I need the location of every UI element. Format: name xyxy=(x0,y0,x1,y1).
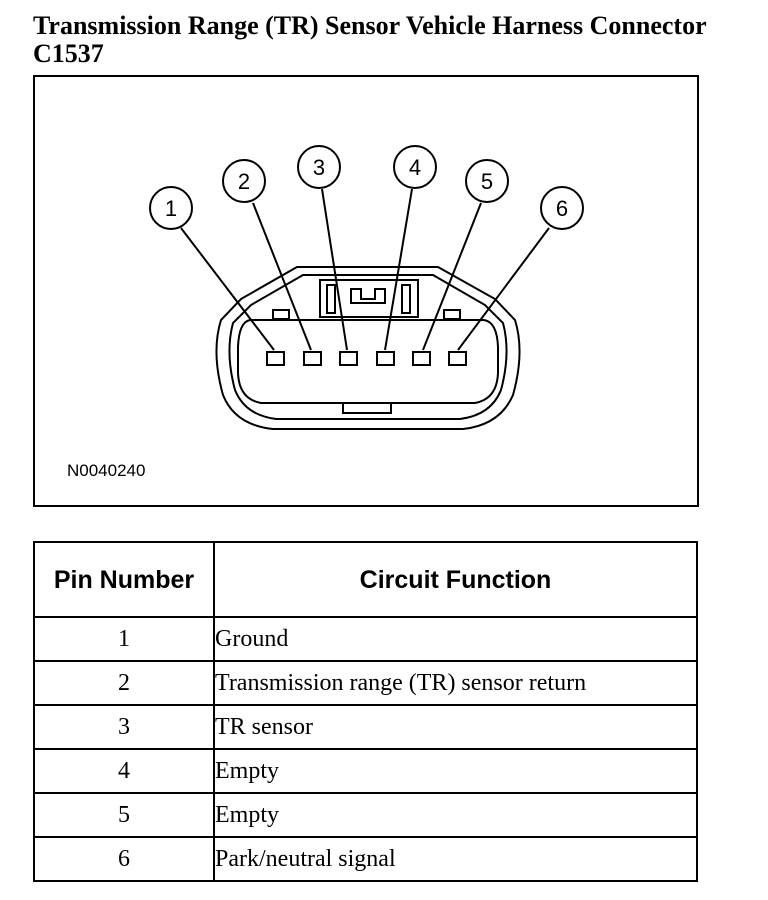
circuit-function-cell: Empty xyxy=(213,748,698,794)
callout-circle-5 xyxy=(465,159,509,203)
connector-figure: 1 2 3 4 5 6 N0040240 xyxy=(33,75,699,507)
key-rib-left xyxy=(272,309,290,320)
callout-label-4: 4 xyxy=(409,155,421,180)
pin-cavity-4 xyxy=(376,351,395,366)
circuit-function-cell: Ground xyxy=(213,616,698,662)
locking-tab xyxy=(319,279,419,318)
leader-line-4 xyxy=(384,188,413,351)
pin-number-cell: 1 xyxy=(33,616,215,662)
pin-number-cell: 6 xyxy=(33,836,215,882)
callout-label-2: 2 xyxy=(238,169,250,194)
figure-id-label: N0040240 xyxy=(67,461,146,480)
table-row: 5 Empty xyxy=(33,792,698,838)
pin-number-cell: 4 xyxy=(33,748,215,794)
header-circuit-function: Circuit Function xyxy=(213,541,698,618)
callout-circle-4 xyxy=(393,145,437,189)
connector-housing-inner xyxy=(228,274,508,420)
callout-circle-2 xyxy=(222,159,266,203)
table-row: 1 Ground xyxy=(33,616,698,662)
callout-label-3: 3 xyxy=(313,155,325,180)
circuit-function-cell: Park/neutral signal xyxy=(213,836,698,882)
table-row: 4 Empty xyxy=(33,748,698,794)
callout-circle-1 xyxy=(149,186,193,230)
callout-circle-6 xyxy=(540,186,584,230)
connector-diagram: 1 2 3 4 5 6 xyxy=(149,145,584,430)
key-rib-right xyxy=(443,309,461,320)
bottom-key xyxy=(342,402,392,414)
pin-number-cell: 3 xyxy=(33,704,215,750)
leader-line-5 xyxy=(422,202,482,351)
circuit-function-cell: Transmission range (TR) sensor return xyxy=(213,660,698,706)
leader-line-3 xyxy=(321,188,348,351)
page-title: Transmission Range (TR) Sensor Vehicle H… xyxy=(33,11,707,68)
leader-line-6 xyxy=(457,227,550,351)
pin-cavity-1 xyxy=(266,351,285,366)
pin-cavity-5 xyxy=(412,351,431,366)
pin-number-cell: 2 xyxy=(33,660,215,706)
pin-function-table: Pin Number Circuit Function 1 Ground 2 T… xyxy=(33,541,698,882)
table-row: 6 Park/neutral signal xyxy=(33,836,698,882)
callout-label-1: 1 xyxy=(165,196,177,221)
leader-line-2 xyxy=(252,202,312,351)
leader-line-1 xyxy=(180,227,275,351)
table-row: 3 TR sensor xyxy=(33,704,698,750)
circuit-function-cell: Empty xyxy=(213,792,698,838)
callout-label-5: 5 xyxy=(481,169,493,194)
connector-cavity-face xyxy=(237,319,499,404)
pin-cavity-6 xyxy=(448,351,467,366)
table-row: 2 Transmission range (TR) sensor return xyxy=(33,660,698,706)
pin-number-cell: 5 xyxy=(33,792,215,838)
callout-label-6: 6 xyxy=(556,196,568,221)
connector-housing-outer xyxy=(215,266,521,430)
pin-cavity-2 xyxy=(303,351,322,366)
pin-cavity-3 xyxy=(339,351,358,366)
header-pin-number: Pin Number xyxy=(33,541,215,618)
table-header-row: Pin Number Circuit Function xyxy=(33,541,698,618)
circuit-function-cell: TR sensor xyxy=(213,704,698,750)
callout-circle-3 xyxy=(297,145,341,189)
